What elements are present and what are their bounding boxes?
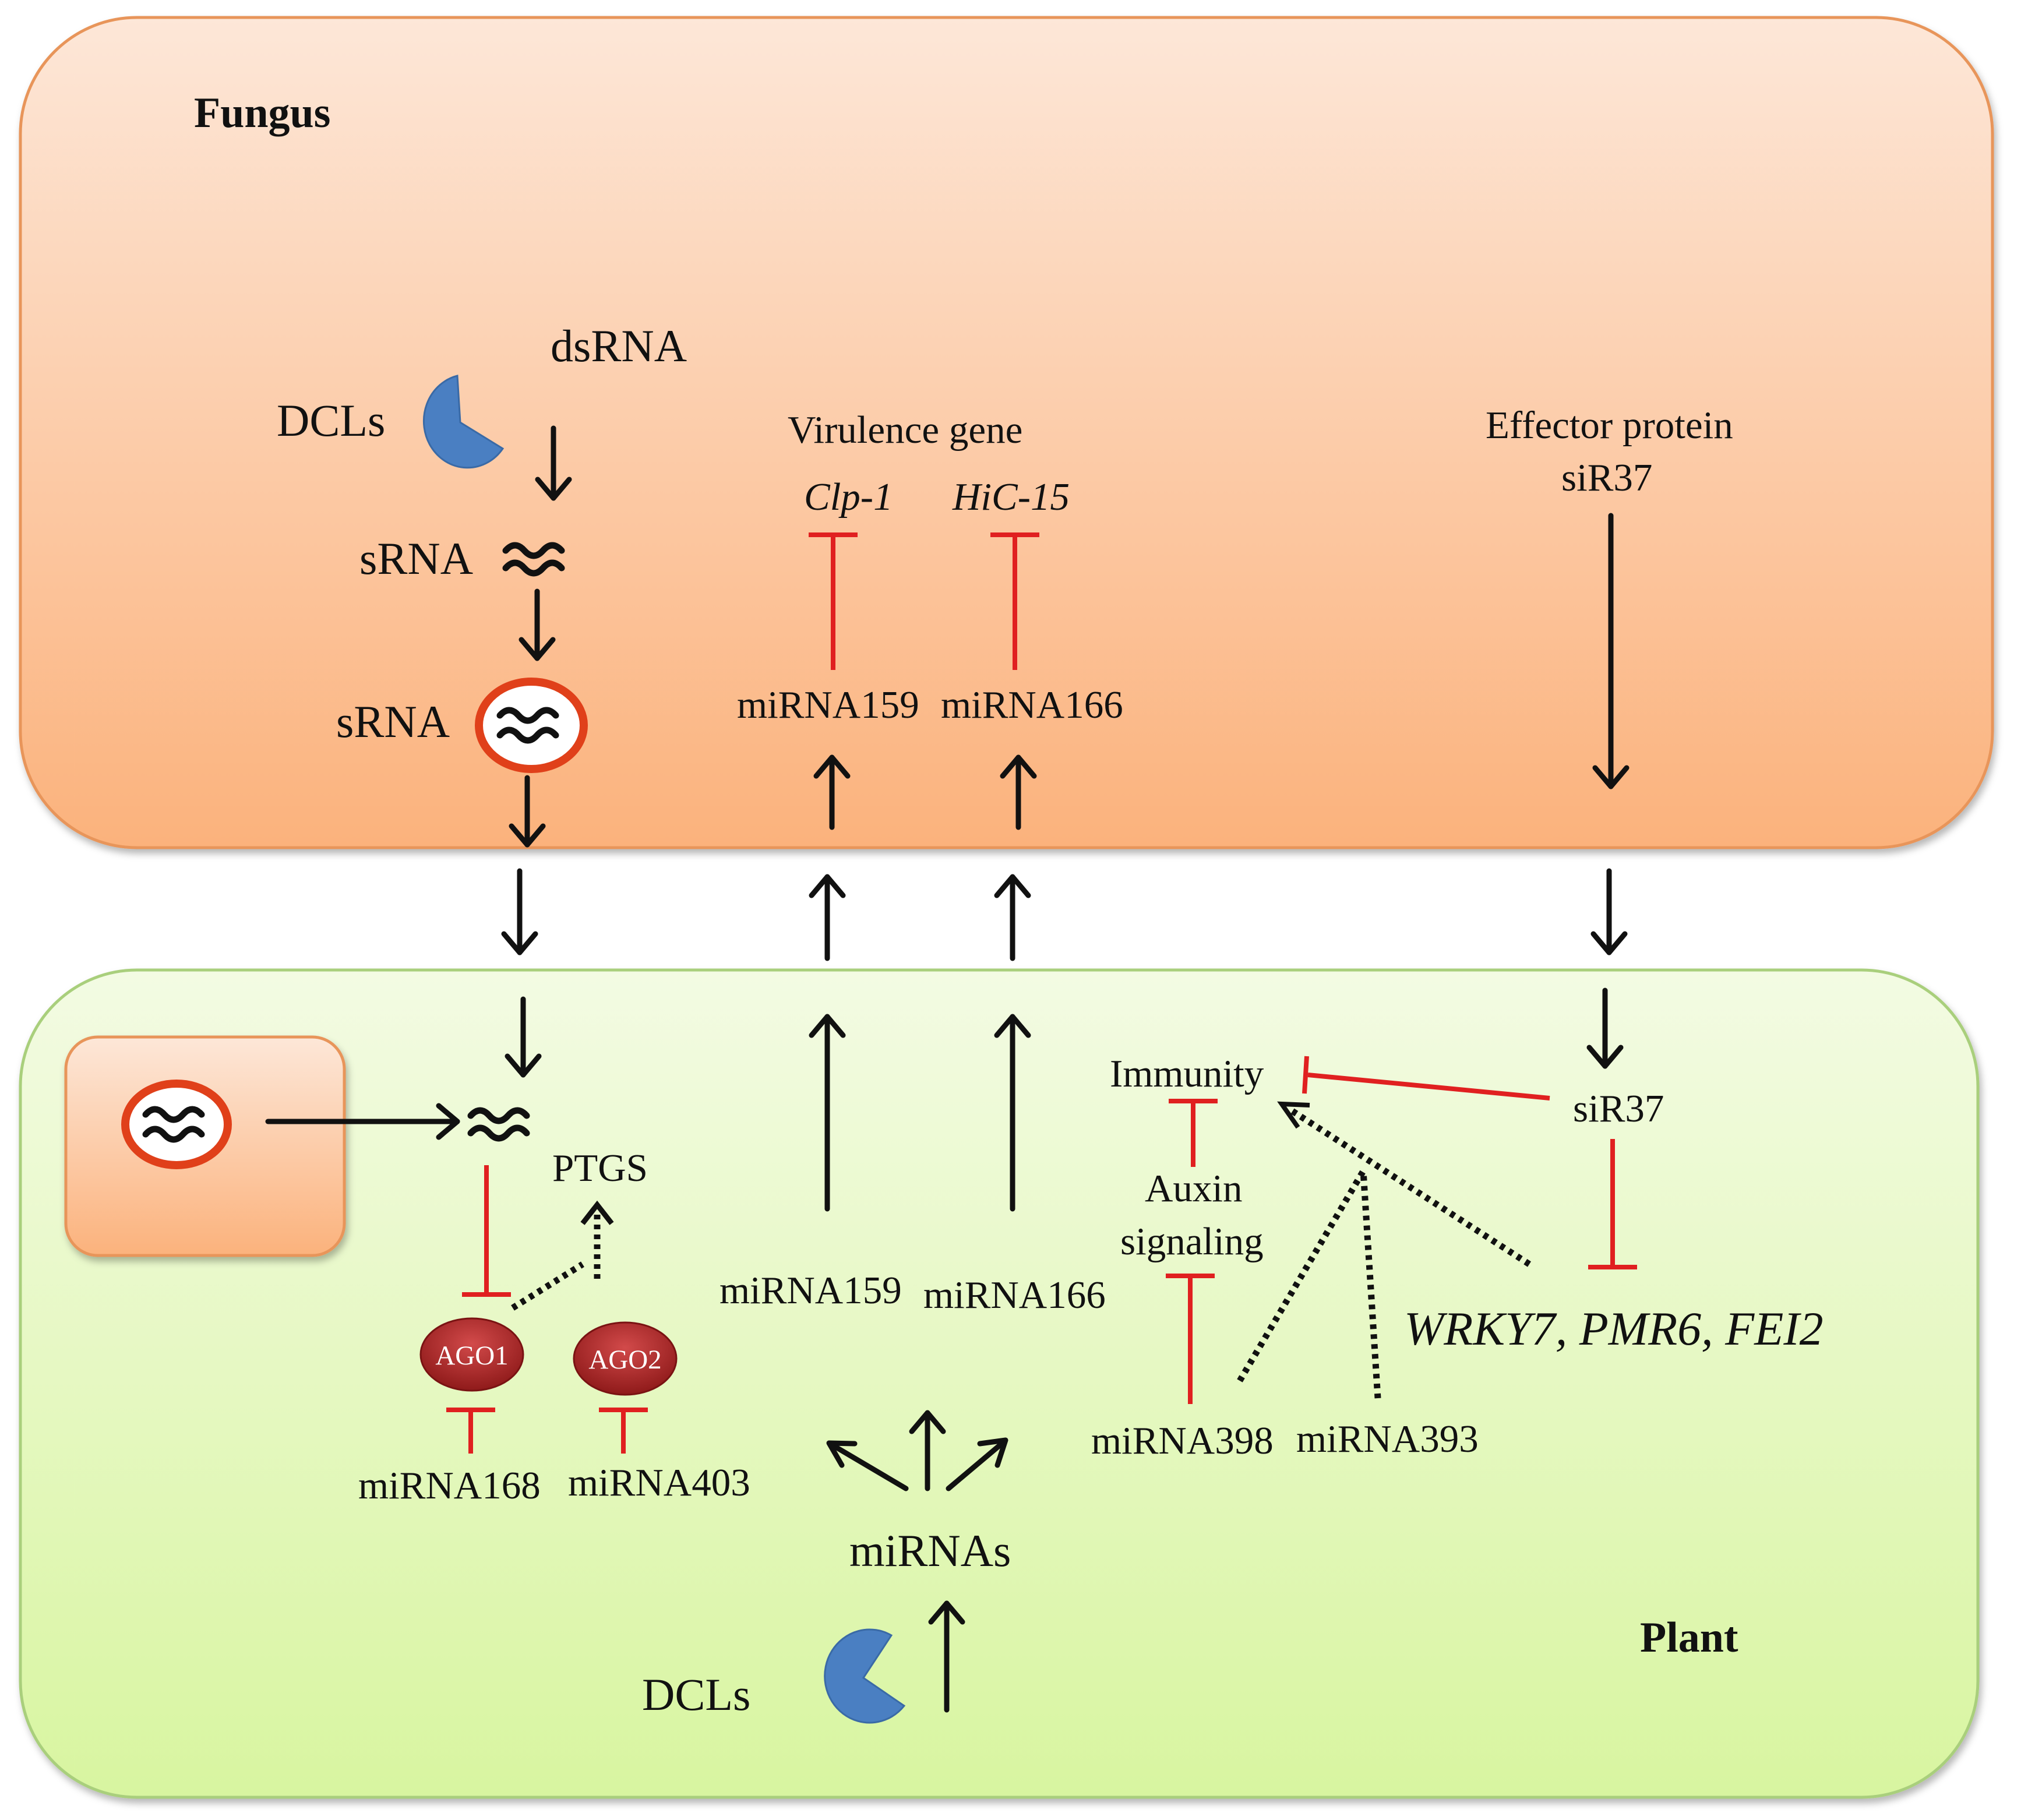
inset-vesicle-icon [121, 1080, 232, 1169]
double-wave-icon [502, 542, 565, 577]
plant-srna-icon [467, 1107, 530, 1142]
inhibit-auxin-immunity [1169, 1099, 1218, 1167]
vesicle-icon [475, 678, 588, 773]
fungus-title: Fungus [194, 89, 330, 137]
arrow-dcls-to-mirnas [928, 1600, 965, 1713]
auxin-label-line1: Auxin [1145, 1167, 1243, 1210]
inhibit-sir37-genes [1588, 1139, 1637, 1269]
inhibit-srna-ago1 [462, 1165, 511, 1297]
plant-title: Plant [1640, 1614, 1738, 1662]
ago2-protein: AGO2 [573, 1321, 678, 1396]
fungus-region [19, 16, 1994, 849]
plant-mirna166-label: miRNA166 [923, 1274, 1106, 1317]
arrow-into-plant-srna [505, 996, 542, 1078]
inhibit-sir37-immunity [1302, 1056, 1550, 1101]
effector-label-line1: Effector protein [1486, 404, 1733, 447]
virulence-gene-label: Virulence gene [788, 408, 1022, 452]
inhibit-mirna166-hic15 [990, 532, 1039, 670]
fungus-dcls-label: DCLs [277, 395, 385, 446]
mirnas-label: miRNAs [849, 1525, 1011, 1576]
arrow-plant-mirna159-up [809, 1014, 846, 1212]
arrow-dsrna-to-srna [535, 425, 572, 501]
genes-label: WRKY7, PMR6, FEI2 [1404, 1302, 1824, 1355]
arrow-up-to-fungus-mirna159 [813, 754, 851, 830]
arrow-srna-to-vesicle [519, 588, 556, 661]
clp1-label: Clp-1 [804, 475, 893, 519]
arrow-up-to-fungus-mirna166 [1000, 754, 1037, 830]
ago1-label: AGO1 [435, 1341, 508, 1371]
arrow-interface-sir37-down [1590, 868, 1628, 955]
inhibit-mirna403-ago2 [599, 1408, 648, 1454]
srna-label: sRNA [359, 533, 473, 584]
mirna398-label: miRNA398 [1091, 1419, 1274, 1462]
fungus-mirna166-label: miRNA166 [941, 683, 1123, 726]
arrow-effector-down [1592, 513, 1630, 789]
arrows-mirnas-spread [826, 1410, 1008, 1491]
arrow-interface-mirna166-up [994, 874, 1031, 961]
mirna393-label: miRNA393 [1296, 1417, 1479, 1461]
inhibit-mirna168-ago1 [446, 1408, 495, 1454]
immunity-label: Immunity [1110, 1052, 1264, 1095]
dsrna-label: dsRNA [551, 320, 687, 371]
auxin-label-line2: signaling [1120, 1220, 1264, 1263]
arrow-vesicle-to-srna [265, 1103, 460, 1140]
inhibit-mirna398-auxin [1166, 1274, 1215, 1404]
ago2-label: AGO2 [588, 1345, 661, 1375]
plant-pacman-enzyme-icon [824, 1628, 906, 1724]
pacman-enzyme-icon [422, 375, 505, 469]
ago1-to-ptgs-dotted [511, 1261, 584, 1311]
plant-dcls-label: DCLs [642, 1669, 750, 1720]
dotted-to-immunity [1237, 1101, 1531, 1399]
arrow-vesicle-down [509, 775, 546, 848]
ago1-protein: AGO1 [419, 1317, 524, 1392]
srna-vesicle-label: sRNA [336, 696, 450, 747]
plant-sir37-label: siR37 [1573, 1087, 1664, 1130]
mirna168-label: miRNA168 [358, 1464, 541, 1507]
fungus-mirna159-label: miRNA159 [737, 683, 919, 726]
plant-mirna159-label: miRNA159 [720, 1269, 902, 1312]
inhibit-mirna159-clp1 [809, 532, 858, 670]
arrow-into-sir37 [1586, 987, 1624, 1069]
hic15-label: HiC-15 [952, 475, 1070, 519]
plant-region [19, 968, 1980, 1799]
arrow-interface-srna-down [501, 868, 538, 955]
ptgs-label: PTGS [552, 1147, 648, 1190]
arrow-interface-mirna159-up [809, 874, 846, 961]
arrow-plant-mirna166-up [994, 1014, 1031, 1212]
effector-label-line2: siR37 [1561, 456, 1652, 499]
mirna403-label: miRNA403 [568, 1461, 750, 1504]
ago2-to-ptgs-dotted [580, 1200, 614, 1279]
